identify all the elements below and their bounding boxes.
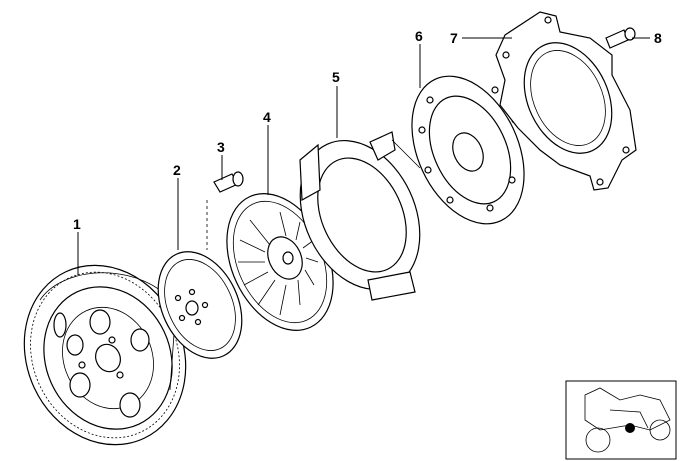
flywheel-icon <box>23 264 187 446</box>
bolt-icon <box>213 171 244 193</box>
callout-8: 8 <box>654 30 662 46</box>
callout-4: 4 <box>263 109 271 125</box>
locator-marker <box>625 423 635 433</box>
screw-icon <box>605 27 636 49</box>
housing-cover-icon <box>495 11 637 191</box>
motorcycle-locator-icon <box>565 380 677 460</box>
pressure-ring-icon <box>299 131 421 301</box>
callout-1: 1 <box>73 216 81 232</box>
intermediate-plate-icon <box>157 251 243 359</box>
callout-7: 7 <box>450 30 458 46</box>
callout-labels: 1 2 3 4 5 6 7 8 <box>73 28 662 232</box>
leader-lines <box>77 37 650 275</box>
callout-5: 5 <box>332 69 340 85</box>
callout-2: 2 <box>173 162 181 178</box>
callout-6: 6 <box>415 28 423 44</box>
clutch-disc-icon <box>411 75 525 225</box>
callout-3: 3 <box>217 139 225 155</box>
